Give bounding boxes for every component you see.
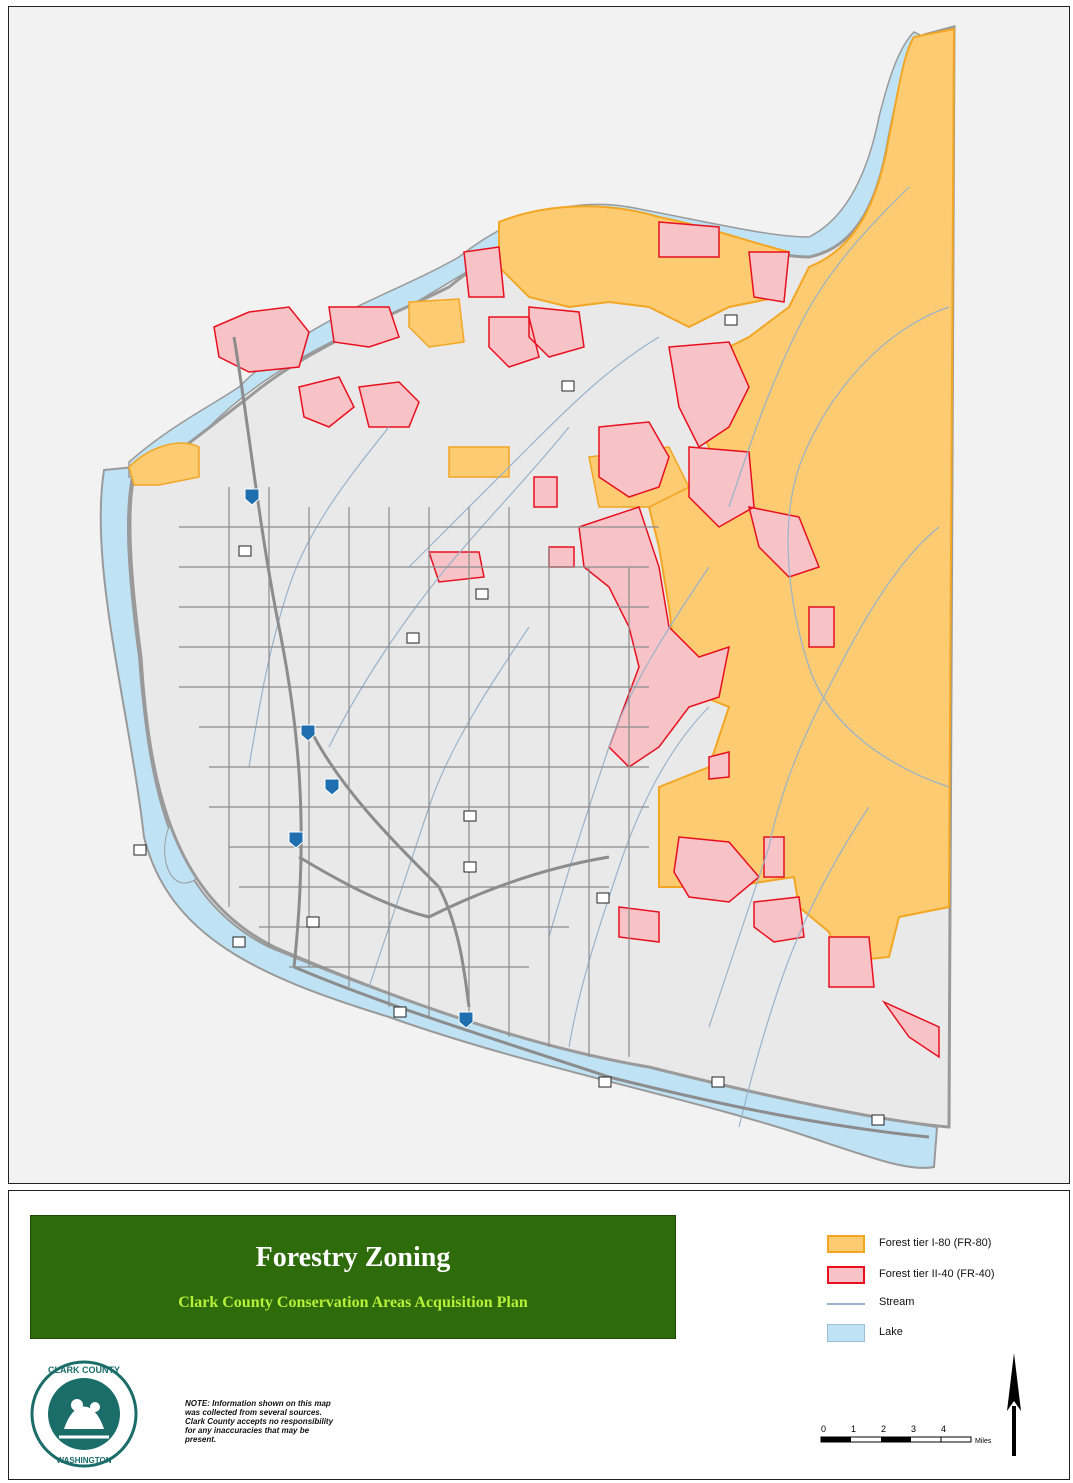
- interstate-shield-icon: [324, 778, 340, 796]
- legend-label: Forest tier I-80 (FR-80): [879, 1237, 992, 1249]
- scale-tick: 4: [941, 1424, 946, 1434]
- city-marker-icon[interactable]: [475, 588, 489, 600]
- interstate-shield-icon: [244, 488, 260, 506]
- map-subtitle: Clark County Conservation Areas Acquisit…: [178, 1294, 528, 1311]
- fr40-zone-east: [578, 506, 940, 1059]
- svg-text:CLARK COUNTY: CLARK COUNTY: [48, 1365, 120, 1375]
- city-marker-icon[interactable]: [711, 1076, 725, 1088]
- disclaimer-note: NOTE: Information shown on this map was …: [185, 1399, 334, 1444]
- legend-label: Lake: [879, 1326, 903, 1338]
- map-frame[interactable]: [8, 6, 1070, 1184]
- stream-swatch: [827, 1303, 865, 1305]
- city-marker-icon[interactable]: [406, 632, 420, 644]
- city-marker-icon[interactable]: [724, 314, 738, 326]
- city-marker-icon[interactable]: [306, 916, 320, 928]
- interstate-shield-icon: [288, 831, 304, 849]
- city-markers: [133, 314, 885, 1126]
- scale-unit: Miles: [975, 1438, 992, 1445]
- fr40-zone-northwest: [213, 306, 420, 428]
- city-marker-icon[interactable]: [596, 892, 610, 904]
- county-seal-icon: CLARK COUNTY WASHINGTON: [30, 1360, 138, 1468]
- fr40-zone-central: [427, 341, 820, 583]
- interstate-shield-icon: [458, 1011, 474, 1029]
- map-canvas[interactable]: [9, 7, 1070, 1184]
- scale-tick: 3: [911, 1424, 916, 1434]
- city-marker-icon[interactable]: [463, 861, 477, 873]
- city-marker-icon[interactable]: [598, 1076, 612, 1088]
- scale-tick: 0: [821, 1424, 826, 1434]
- title-box: Forestry Zoning Clark County Conservatio…: [30, 1215, 676, 1339]
- city-marker-icon[interactable]: [393, 1006, 407, 1018]
- city-marker-icon[interactable]: [133, 844, 147, 856]
- fr40-swatch: [827, 1266, 865, 1284]
- road-network: [179, 487, 659, 1057]
- city-marker-icon[interactable]: [232, 936, 246, 948]
- svg-text:WASHINGTON: WASHINGTON: [57, 1456, 112, 1465]
- scale-tick: 2: [881, 1424, 886, 1434]
- legend-label: Stream: [879, 1296, 915, 1308]
- city-marker-icon[interactable]: [463, 810, 477, 822]
- fr80-zone-west: [128, 442, 200, 486]
- map-title: Forestry Zoning: [255, 1242, 451, 1273]
- scale-tick: 1: [851, 1424, 856, 1434]
- north-arrow-icon: [1007, 1353, 1021, 1456]
- lake-swatch: [827, 1324, 865, 1342]
- stream-network: [248, 186, 950, 1128]
- city-marker-icon[interactable]: [238, 545, 252, 557]
- legend-frame: Forestry Zoning Clark County Conservatio…: [8, 1190, 1070, 1480]
- fr80-swatch: [827, 1235, 865, 1253]
- fr40-zone-north: [328, 221, 790, 368]
- legend-label: Forest tier II-40 (FR-40): [879, 1268, 995, 1280]
- city-marker-icon[interactable]: [561, 380, 575, 392]
- scale-bar: 0 1 2 3 4 Miles: [820, 1424, 992, 1445]
- interstate-shield-icon: [300, 724, 316, 742]
- city-marker-icon[interactable]: [871, 1114, 885, 1126]
